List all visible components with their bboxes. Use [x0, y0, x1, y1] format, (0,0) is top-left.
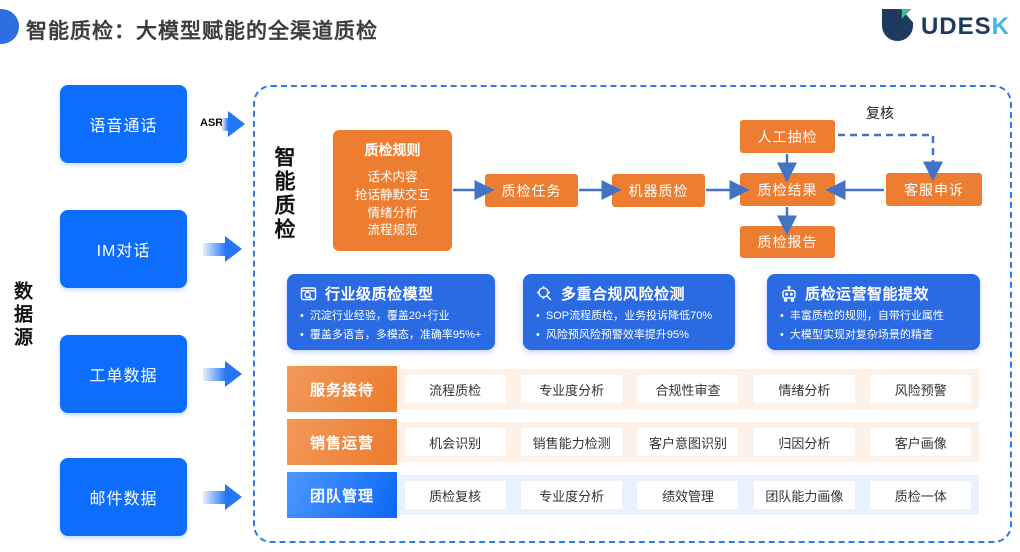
robot-icon — [782, 285, 796, 302]
card-bullets: SOP流程质检，业务投诉降低70% 风险预风险预警效率提升95% — [523, 307, 735, 344]
card-title: 质检运营智能提效 — [805, 286, 930, 303]
flow-box-qc-task: 质检任务 — [485, 174, 578, 207]
udesk-logo-icon — [881, 9, 914, 42]
qc-rule-item: 情绪分析 — [367, 205, 418, 220]
qc-rule-item: 抢话静默交互 — [354, 187, 430, 202]
ticket-arrow-icon — [203, 361, 242, 387]
row-item: 合规性审查 — [637, 375, 739, 403]
row-item: 机会识别 — [404, 428, 506, 456]
row-item: 销售能力检测 — [521, 428, 623, 456]
row-strip: 流程质检 专业度分析 合规性审查 情绪分析 风险预警 — [397, 369, 979, 409]
row-strip: 机会识别 销售能力检测 客户意图识别 归因分析 客户画像 — [397, 422, 979, 462]
arrow-head — [225, 236, 242, 262]
row-strip: 质检复核 专业度分析 绩效管理 团队能力画像 质检一体 — [397, 475, 979, 515]
card-header: 行业级质检模型 — [287, 274, 495, 307]
card-bullet: 沉淀行业经验，覆盖20+行业 — [300, 307, 495, 326]
arrow-tail — [222, 117, 228, 131]
row-label: 团队管理 — [287, 472, 397, 518]
row-item: 归因分析 — [753, 428, 855, 456]
arrow-head — [225, 361, 242, 387]
arrow-tail — [203, 490, 225, 504]
row-item: 客户意图识别 — [637, 428, 739, 456]
flow-box-machine-qc: 机器质检 — [612, 174, 705, 207]
row-item: 流程质检 — [404, 375, 506, 403]
flow-box-agent-appeal: 客服申诉 — [886, 173, 982, 206]
asr-label: ASR — [200, 117, 224, 129]
qc-rule-ellipsis: ...... — [379, 243, 406, 257]
arrow-tail — [203, 367, 225, 381]
card-header: 多重合规风险检测 — [523, 274, 735, 307]
row-item: 情绪分析 — [753, 375, 855, 403]
email-arrow-icon — [203, 484, 242, 510]
card-title: 多重合规风险检测 — [561, 286, 686, 303]
intelligent-qc-panel — [253, 85, 1012, 543]
qc-rule-item: 话术内容 — [367, 170, 418, 184]
source-box-voice-call: 语音通话 — [60, 85, 187, 163]
row-item: 风险预警 — [870, 375, 972, 403]
row-item: 质检复核 — [404, 481, 506, 509]
data-source-label: 数据源 — [11, 281, 32, 350]
risk-scan-magnifier-icon — [537, 285, 552, 300]
qc-rules-box: 质检规则 话术内容 抢话静默交互 情绪分析 流程规范 ...... — [333, 130, 452, 257]
page-title: 智能质检：大模型赋能的全渠道质检 — [26, 20, 378, 43]
card-bullet: 丰富质检的规则，自带行业属性 — [780, 307, 980, 326]
flow-box-manual-sampling: 人工抽检 — [740, 120, 835, 153]
source-box-email-data: 邮件数据 — [60, 458, 187, 536]
industry-model-search-icon — [300, 286, 317, 300]
im-arrow-icon — [203, 236, 242, 262]
row-item: 客户画像 — [870, 428, 972, 456]
card-bullet: 覆盖多语言，多模态，准确率95%+ — [300, 326, 495, 345]
udesk-logo-accent-letter: K — [991, 12, 1010, 40]
row-item: 绩效管理 — [637, 481, 739, 509]
card-title: 行业级质检模型 — [325, 286, 434, 303]
title-bullet-decoration — [0, 9, 19, 44]
row-label: 销售运营 — [287, 419, 397, 465]
card-qc-operation-efficiency: 质检运营智能提效 丰富质检的规则，自带行业属性 大模型实现对复杂场景的精查 — [767, 274, 980, 350]
asr-arrow-icon — [222, 111, 245, 137]
card-bullet: 大模型实现对复杂场景的精查 — [780, 326, 980, 345]
review-label: 复核 — [866, 105, 894, 121]
card-bullet: SOP流程质检，业务投诉降低70% — [536, 307, 735, 326]
source-box-im-chat: IM对话 — [60, 210, 187, 288]
intelligent-qc-label: 智能质检 — [272, 146, 295, 242]
row-item: 团队能力画像 — [753, 481, 855, 509]
row-item: 专业度分析 — [521, 481, 623, 509]
qc-rule-item: 流程规范 — [367, 223, 418, 238]
card-compliance-risk-detection: 多重合规风险检测 SOP流程质检，业务投诉降低70% 风险预风险预警效率提升95… — [523, 274, 735, 350]
source-box-ticket-data: 工单数据 — [60, 335, 187, 413]
row-team-management: 团队管理 质检复核 专业度分析 绩效管理 团队能力画像 质检一体 — [287, 472, 979, 518]
flow-box-qc-result: 质检结果 — [740, 173, 835, 206]
row-item: 专业度分析 — [521, 375, 623, 403]
arrow-tail — [203, 242, 225, 256]
row-sales-operation: 销售运营 机会识别 销售能力检测 客户意图识别 归因分析 客户画像 — [287, 419, 979, 465]
udesk-logo: UDESK — [881, 9, 1010, 44]
row-label: 服务接待 — [287, 366, 397, 412]
flow-box-qc-report: 质检报告 — [740, 226, 835, 258]
arrow-head — [228, 111, 245, 137]
row-service-reception: 服务接待 流程质检 专业度分析 合规性审查 情绪分析 风险预警 — [287, 366, 979, 412]
card-bullets: 丰富质检的规则，自带行业属性 大模型实现对复杂场景的精查 — [767, 307, 980, 344]
card-header: 质检运营智能提效 — [767, 274, 980, 307]
row-item: 质检一体 — [870, 481, 972, 509]
card-bullet: 风险预风险预警效率提升95% — [536, 326, 735, 345]
card-industry-qc-model: 行业级质检模型 沉淀行业经验，覆盖20+行业 覆盖多语言，多模态，准确率95%+ — [287, 274, 495, 350]
arrow-head — [225, 484, 242, 510]
qc-rules-title: 质检规则 — [364, 142, 421, 158]
udesk-logo-text: UDESK — [920, 12, 1010, 40]
card-bullets: 沉淀行业经验，覆盖20+行业 覆盖多语言，多模态，准确率95%+ — [287, 307, 495, 344]
